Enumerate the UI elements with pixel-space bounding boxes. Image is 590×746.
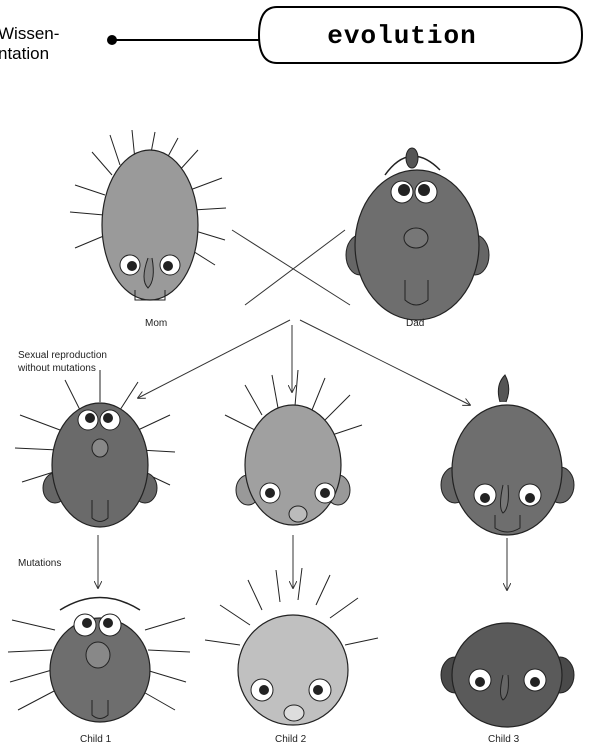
- page-title: evolution: [257, 21, 547, 51]
- title-box: evolution: [257, 5, 584, 65]
- child-1-face: [8, 598, 190, 723]
- child-3-before-face: [441, 375, 574, 535]
- child-3-label: Child 3: [488, 734, 520, 745]
- mom-face: [70, 130, 226, 300]
- dad-label: Dad: [406, 318, 424, 329]
- child-3-face: [441, 623, 574, 727]
- cross-line-2: [245, 230, 345, 305]
- dad-face: [346, 148, 489, 320]
- arrow-to-child-3: [300, 320, 470, 405]
- child-2-before-face: [225, 370, 362, 525]
- sexual-reproduction-label: Sexual reproduction: [18, 350, 107, 361]
- child-2-label: Child 2: [275, 734, 307, 745]
- child-1-label: Child 1: [80, 734, 112, 745]
- arrow-to-child-1: [138, 320, 290, 398]
- evolution-diagram: Mom Dad Sexual reproduction without muta…: [0, 130, 590, 746]
- mom-label: Mom: [145, 318, 167, 329]
- header-left-line-1: Wissen-: [0, 24, 59, 44]
- cross-line-1: [232, 230, 350, 305]
- header-left-line-2: ntation: [0, 44, 59, 64]
- mutations-label: Mutations: [18, 558, 61, 569]
- child-1-before-face: [15, 370, 175, 527]
- header-connector: [96, 20, 266, 60]
- without-mutations-label: without mutations: [17, 363, 96, 374]
- header-left-text: Wissen- ntation: [0, 24, 59, 64]
- child-2-face: [205, 568, 378, 725]
